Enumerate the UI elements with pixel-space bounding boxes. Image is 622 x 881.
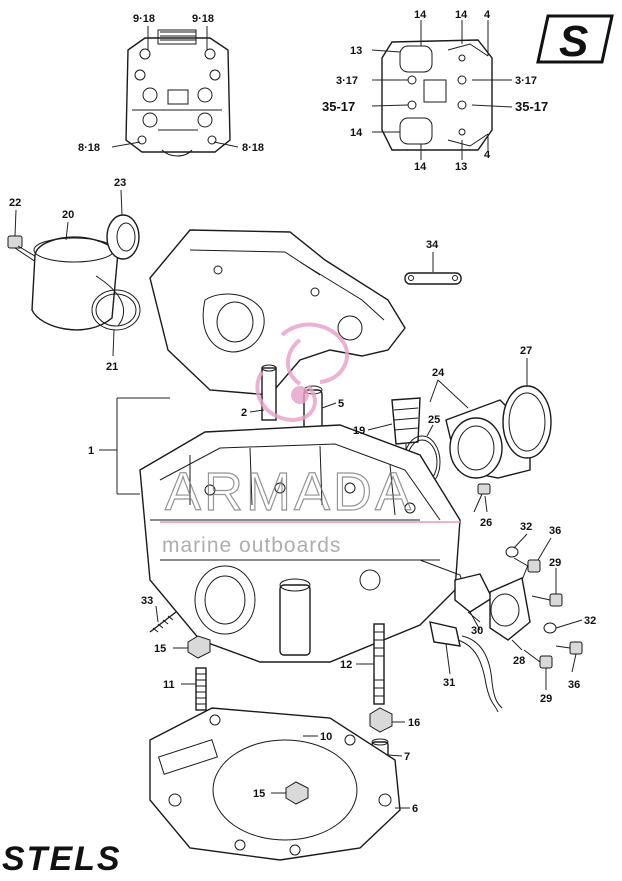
callout-24: 24 — [432, 367, 445, 379]
callout-34: 34 — [426, 239, 439, 251]
inset-head-top-view — [125, 29, 231, 157]
callout-29-b: 29 — [540, 693, 552, 705]
part-27-clamp — [502, 385, 552, 459]
callout-36-a: 36 — [549, 525, 561, 537]
callout-30: 30 — [471, 625, 483, 637]
callout-5: 5 — [338, 398, 344, 410]
callout-15-a: 15 — [154, 643, 166, 655]
part-32-washer-a — [505, 546, 519, 558]
part-32-washer-b — [543, 622, 557, 634]
callout-1: 1 — [88, 445, 94, 457]
part-12-stud — [373, 623, 385, 705]
callout-36-b: 36 — [568, 679, 580, 691]
watermark-main-text: ARMADA — [165, 462, 414, 522]
part-21-oring — [91, 289, 141, 331]
callout-14-b: 14 — [455, 9, 468, 21]
part-19-spark-plug — [391, 397, 421, 454]
part-33-stud — [149, 611, 177, 633]
callout-4-b: 4 — [484, 149, 491, 161]
part-11-stud — [195, 667, 207, 711]
callout-9-18-b: 9·18 — [192, 13, 214, 25]
s-badge-letter: S — [559, 17, 588, 66]
stels-logo: STELS — [2, 840, 122, 878]
part-29-bolt-a — [531, 593, 563, 607]
callout-13-b: 13 — [455, 161, 467, 173]
stels-logo-text: STELS — [2, 840, 122, 876]
part-26-bolt — [473, 483, 491, 513]
callout-11: 11 — [163, 679, 175, 691]
callout-6: 6 — [412, 803, 418, 815]
part-29-bolt-b — [523, 649, 553, 669]
callout-16: 16 — [408, 717, 420, 729]
part-34-strap — [404, 272, 462, 285]
callout-9-18-a: 9·18 — [133, 13, 155, 25]
part-6-head-gasket — [149, 707, 401, 861]
callout-10: 10 — [320, 731, 332, 743]
part-28-tensioner — [489, 559, 531, 641]
callout-19: 19 — [353, 425, 365, 437]
callout-14-a: 14 — [414, 9, 427, 21]
callout-8-18-b: 8·18 — [242, 142, 264, 154]
inset-plate-view — [381, 39, 493, 151]
callout-2: 2 — [241, 407, 247, 419]
callout-32-a: 32 — [520, 521, 532, 533]
main-callouts: 22 20 23 34 21 24 27 1 2 5 19 25 26 32 3… — [9, 177, 596, 815]
callout-13-a: 13 — [350, 45, 362, 57]
s-badge: S — [536, 14, 614, 66]
part-15-nut-lower — [285, 781, 309, 805]
part-15-nut-upper — [187, 635, 211, 659]
callout-22: 22 — [9, 197, 21, 209]
part-36-bolt-b — [555, 641, 583, 655]
part-16-plug — [369, 707, 393, 733]
callout-35-17-b: 35-17 — [515, 99, 548, 114]
callout-15-b: 15 — [253, 788, 265, 800]
callout-25: 25 — [428, 414, 440, 426]
part-31-sender — [429, 621, 503, 713]
callout-26: 26 — [480, 517, 492, 529]
leader-lines — [14, 189, 583, 809]
watermark: ARMADA marine outboards — [160, 322, 460, 557]
callout-8-18-a: 8·18 — [78, 142, 100, 154]
inset-top-right-callouts: 14 14 4 13 3·17 3·17 35-17 35-17 14 14 1… — [322, 9, 548, 173]
callout-7: 7 — [404, 751, 410, 763]
part-head-cover — [149, 229, 406, 396]
callout-14-d: 14 — [414, 161, 427, 173]
part-30-sensor — [454, 573, 493, 631]
part-23-seal — [106, 214, 140, 260]
callout-27: 27 — [520, 345, 532, 357]
callout-35-17-a: 35-17 — [322, 99, 355, 114]
callout-14-c: 14 — [350, 127, 363, 139]
part-22-bolt — [7, 235, 46, 267]
callout-33: 33 — [141, 595, 153, 607]
inset-top-left-callouts: 9·18 9·18 8·18 8·18 — [78, 13, 264, 154]
watermark-sub-text: marine outboards — [162, 534, 341, 557]
part-36-bolt-a — [513, 557, 541, 573]
callout-20: 20 — [62, 209, 74, 221]
callout-12: 12 — [340, 659, 352, 671]
callout-3-17-a: 3·17 — [336, 75, 358, 87]
callout-31: 31 — [443, 677, 455, 689]
callout-21: 21 — [106, 361, 118, 373]
callout-4-a: 4 — [484, 9, 491, 21]
callout-3-17-b: 3·17 — [515, 75, 537, 87]
callout-29-a: 29 — [549, 557, 561, 569]
callout-23: 23 — [114, 177, 126, 189]
callout-28: 28 — [513, 655, 525, 667]
callout-32-b: 32 — [584, 615, 596, 627]
watermark-pink-emblem — [255, 322, 349, 423]
